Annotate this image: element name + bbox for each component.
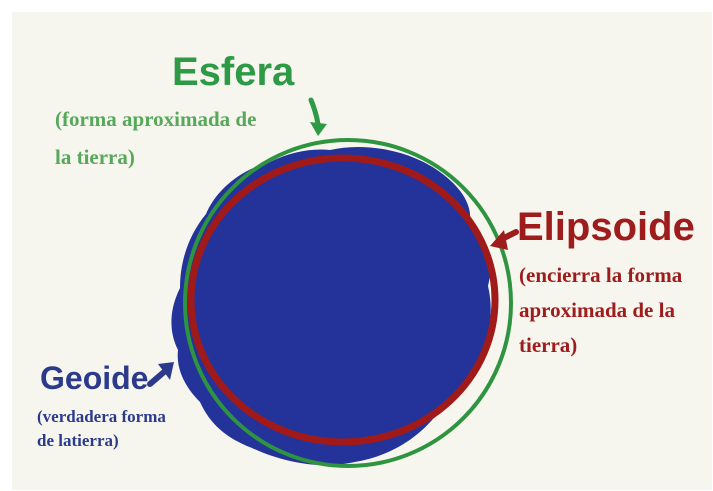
- esfera-shape: [183, 138, 513, 468]
- elipsoide-shape: [187, 154, 499, 446]
- esfera-title: Esfera: [172, 50, 295, 94]
- geoide-description: (verdadera forma de latierra): [37, 407, 166, 450]
- esfera-arrow-icon: [308, 97, 327, 136]
- geoide-title: Geoide: [40, 360, 149, 396]
- esfera-description: (forma aproximada de la tierra): [55, 107, 257, 169]
- elipsoide-description: (encierra la forma aproximada de la tier…: [519, 263, 683, 357]
- geoide-arrow-icon: [147, 362, 174, 387]
- elipsoide-arrow-icon: [490, 229, 519, 250]
- elipsoide-title: Elipsoide: [517, 205, 695, 249]
- geoide-shape: [171, 146, 491, 466]
